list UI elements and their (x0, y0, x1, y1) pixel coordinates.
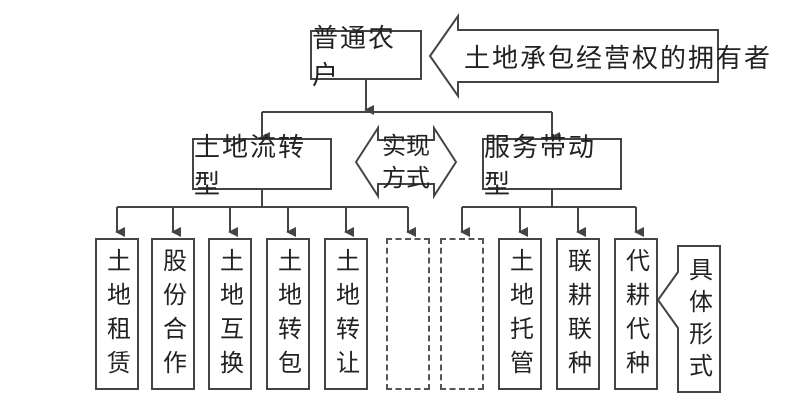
form-proxy-farming-label: 代耕代种 (621, 248, 650, 384)
form-land-transfer: 土地转让 (324, 238, 368, 390)
form-share-cooperation-label: 股份合作 (158, 248, 187, 384)
form-joint-farming-label: 联耕联种 (563, 248, 592, 384)
form-land-lease: 土地租赁 (95, 238, 139, 390)
branch-service-driven: 服务带动型 (482, 133, 622, 200)
form-land-subcontract: 土地转包 (266, 238, 310, 390)
form-proxy-farming: 代耕代种 (614, 238, 658, 390)
specific-forms-label: 具体形式 (684, 257, 713, 385)
owner-arrow-shape (428, 12, 719, 100)
form-land-trusteeship-label: 土地托管 (505, 248, 534, 384)
branch-land-transfer: 土地流转型 (192, 133, 332, 200)
specific-forms-label-box: 具体形式 (680, 250, 718, 388)
owner-arrow-label: 土地承包经营权的拥有者 (464, 44, 773, 74)
form-land-transfer-label: 土地转让 (331, 248, 360, 384)
form-land-exchange-label: 土地互换 (215, 248, 244, 384)
branch-land-transfer-label: 土地流转型 (194, 133, 307, 200)
form-land-subcontract-label: 土地转包 (273, 248, 302, 384)
method-arrow-shape (354, 124, 458, 200)
form-share-cooperation: 股份合作 (151, 238, 195, 390)
form-land-trusteeship: 土地托管 (498, 238, 542, 390)
form-placeholder-right (440, 238, 484, 390)
branch-service-driven-label: 服务带动型 (484, 133, 597, 200)
specific-forms-arrow-shape (656, 245, 721, 393)
form-joint-farming: 联耕联种 (556, 238, 600, 390)
root-node: 普通农户 (310, 24, 422, 91)
form-placeholder-left (386, 238, 430, 390)
form-land-exchange: 土地互换 (208, 238, 252, 390)
method-tag: 实现 方式 (371, 130, 441, 194)
root-label: 普通农户 (312, 24, 397, 91)
method-tag-line2: 方式 (382, 164, 430, 192)
form-land-lease-label: 土地租赁 (102, 248, 131, 384)
method-tag-line1: 实现 (382, 132, 430, 160)
